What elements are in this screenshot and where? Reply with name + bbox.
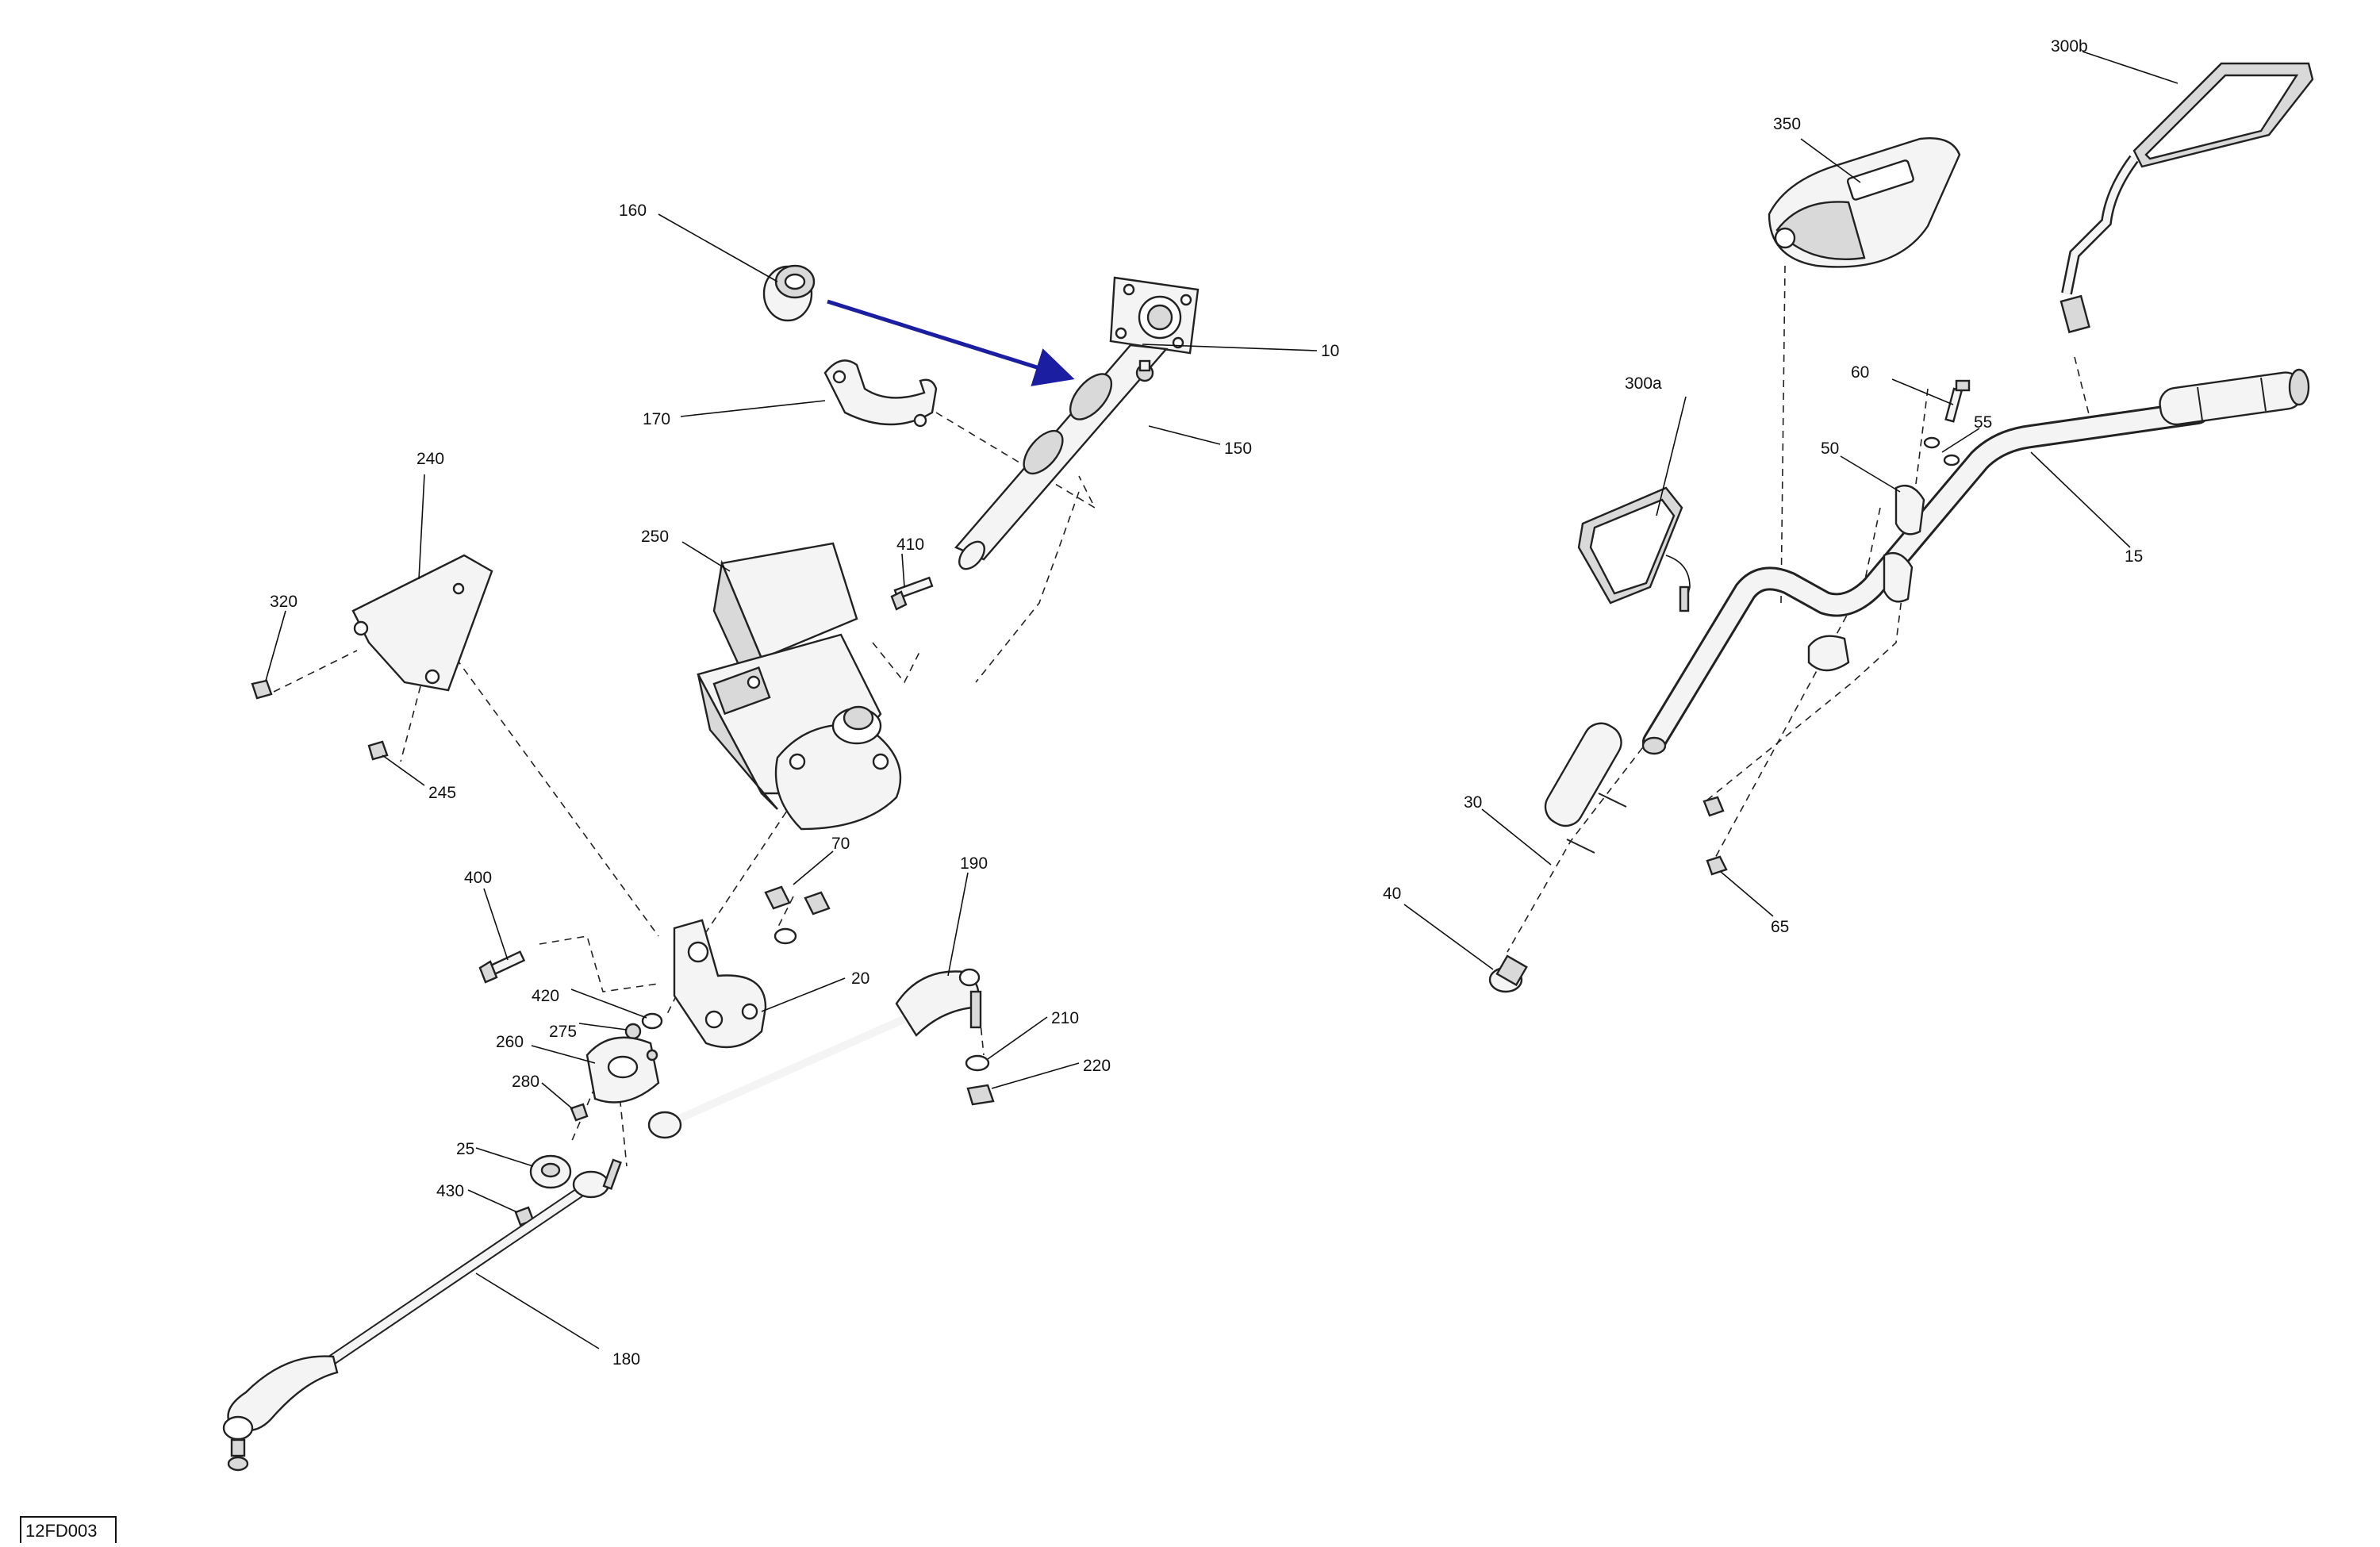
nut-245 [367,740,389,761]
callout-280: 280 [512,1073,539,1091]
callout-30: 30 [1464,793,1482,812]
callout-160: 160 [619,202,647,220]
diagram-reference-box: 12FD003 [20,1516,117,1545]
washer-420 [641,1012,663,1030]
clamp-170 [823,359,938,428]
bolt-150 [1135,359,1154,382]
tie-rod-190 [647,968,982,1139]
grip-right [2159,368,2310,426]
callout-400: 400 [464,869,492,887]
callout-55: 55 [1974,413,1992,432]
bracket-240 [351,554,493,692]
nut-220 [966,1084,995,1106]
bolt-280 [570,1103,589,1122]
grip-left-30 [1544,722,1627,854]
bolt-410 [890,576,934,611]
washer-210 [965,1054,990,1072]
callout-240: 240 [416,450,444,468]
callout-300b: 300b [2051,37,2088,56]
callout-410: 410 [896,536,924,554]
callout-180: 180 [612,1350,640,1368]
callout-275: 275 [549,1023,577,1041]
callout-150: 150 [1224,440,1252,458]
callout-20: 20 [851,969,869,988]
bolt-60 [1944,379,1971,423]
tie-rod-180 [222,1158,622,1472]
pitman-arm [673,919,767,1049]
handlebar-15 [1641,401,2209,755]
callout-60: 60 [1851,363,1869,382]
callout-50: 50 [1821,440,1839,458]
callout-300a: 300a [1625,374,1662,393]
callout-220: 220 [1083,1057,1111,1075]
bolt-400 [478,950,526,984]
mirror-300b [2059,62,2314,334]
callout-210: 210 [1051,1009,1079,1027]
install-direction-arrow [827,299,1075,386]
nut-70 [764,885,831,945]
flange-plate-260 [585,1036,660,1104]
callout-430: 430 [436,1182,464,1200]
nut-65 [1702,796,1728,876]
leader-lines [265,51,2178,1349]
handlebar-clamp-50 [1807,484,1925,672]
diagram-id: 12FD003 [25,1521,98,1541]
callout-260: 260 [496,1033,524,1051]
steering-column [954,276,1200,570]
callout-250: 250 [641,528,669,546]
callout-190: 190 [960,854,988,873]
bushing-160 [762,264,816,322]
power-steering-unit [697,542,902,831]
bearing-25 [529,1154,572,1189]
callout-70: 70 [831,835,850,853]
callout-40: 40 [1383,885,1401,903]
callout-labels: 10 15 20 25 30 40 50 55 60 65 70 150 160… [270,37,2143,1368]
callout-320: 320 [270,593,298,611]
callout-420: 420 [532,987,559,1005]
callout-15: 15 [2125,547,2143,566]
bolt-275 [624,1023,642,1040]
callout-245: 245 [428,784,456,802]
callout-65: 65 [1771,918,1789,936]
assembly-guide-lines [273,265,2091,1167]
handlebar-cover-350 [1768,137,1961,268]
washer-55 [1923,436,1960,466]
callout-25: 25 [456,1140,474,1158]
bolt-320 [251,679,273,700]
bar-end-40 [1488,954,1528,993]
callout-170: 170 [643,410,670,428]
mirror-300a [1577,486,1691,612]
callout-350: 350 [1773,115,1801,133]
callout-10: 10 [1321,342,1339,360]
